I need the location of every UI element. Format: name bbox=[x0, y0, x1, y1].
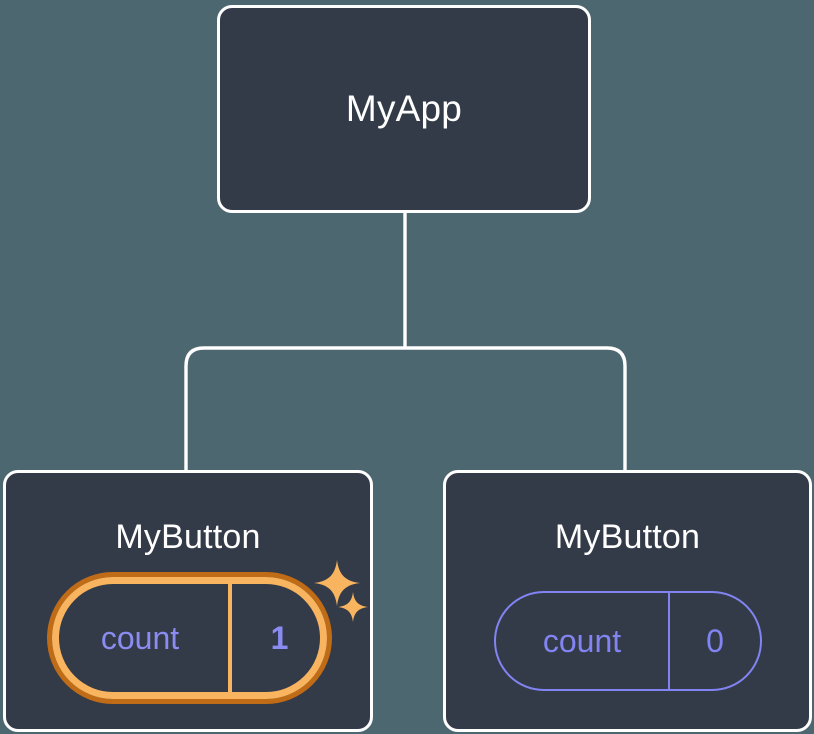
node-myapp[interactable]: MyApp bbox=[217, 5, 591, 213]
connector-branch-right bbox=[405, 346, 627, 472]
state-pill-count-1[interactable]: count 1 bbox=[47, 572, 332, 704]
state-pill-divider bbox=[668, 593, 670, 689]
state-pill-key: count bbox=[542, 623, 622, 659]
node-mybutton-1-title: MyButton bbox=[115, 518, 261, 556]
state-pill-key: count bbox=[100, 620, 180, 656]
node-mybutton-2-title: MyButton bbox=[554, 518, 701, 556]
state-pill-value: 1 bbox=[270, 620, 289, 656]
state-pill-count-0[interactable]: count 0 bbox=[494, 591, 762, 691]
connector-branch-left bbox=[184, 346, 405, 472]
node-myapp-title: MyApp bbox=[345, 88, 463, 129]
state-pill-value: 0 bbox=[706, 623, 724, 659]
state-pill-divider bbox=[228, 577, 232, 699]
